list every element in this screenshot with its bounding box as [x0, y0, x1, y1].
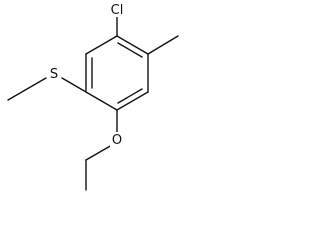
chemical-structure: Cl S O [7, 2, 179, 191]
bond-oxygen-ethyl [85, 144, 113, 161]
ring-bond-c3-c4 [116, 91, 149, 111]
chlorine-label: Cl [111, 3, 124, 18]
ring-bond-c6-c1 [85, 35, 118, 55]
bond-ring-sulfur [61, 77, 87, 93]
oxygen-label-bg [110, 132, 124, 147]
ring-double-bond-c3-c4 [117, 88, 143, 104]
sulfur-label: S [50, 67, 58, 82]
ring-bond-c4-c5 [85, 91, 118, 111]
ring-bond-c1-c2 [116, 35, 149, 55]
ring-double-bond-c1-c2 [117, 42, 143, 58]
chlorine-label-bg [107, 2, 127, 17]
bond-ring-methyl [147, 35, 179, 55]
bond-sulfur-methyl [7, 77, 47, 101]
sulfur-label-bg [47, 66, 61, 81]
oxygen-label: O [112, 133, 122, 148]
